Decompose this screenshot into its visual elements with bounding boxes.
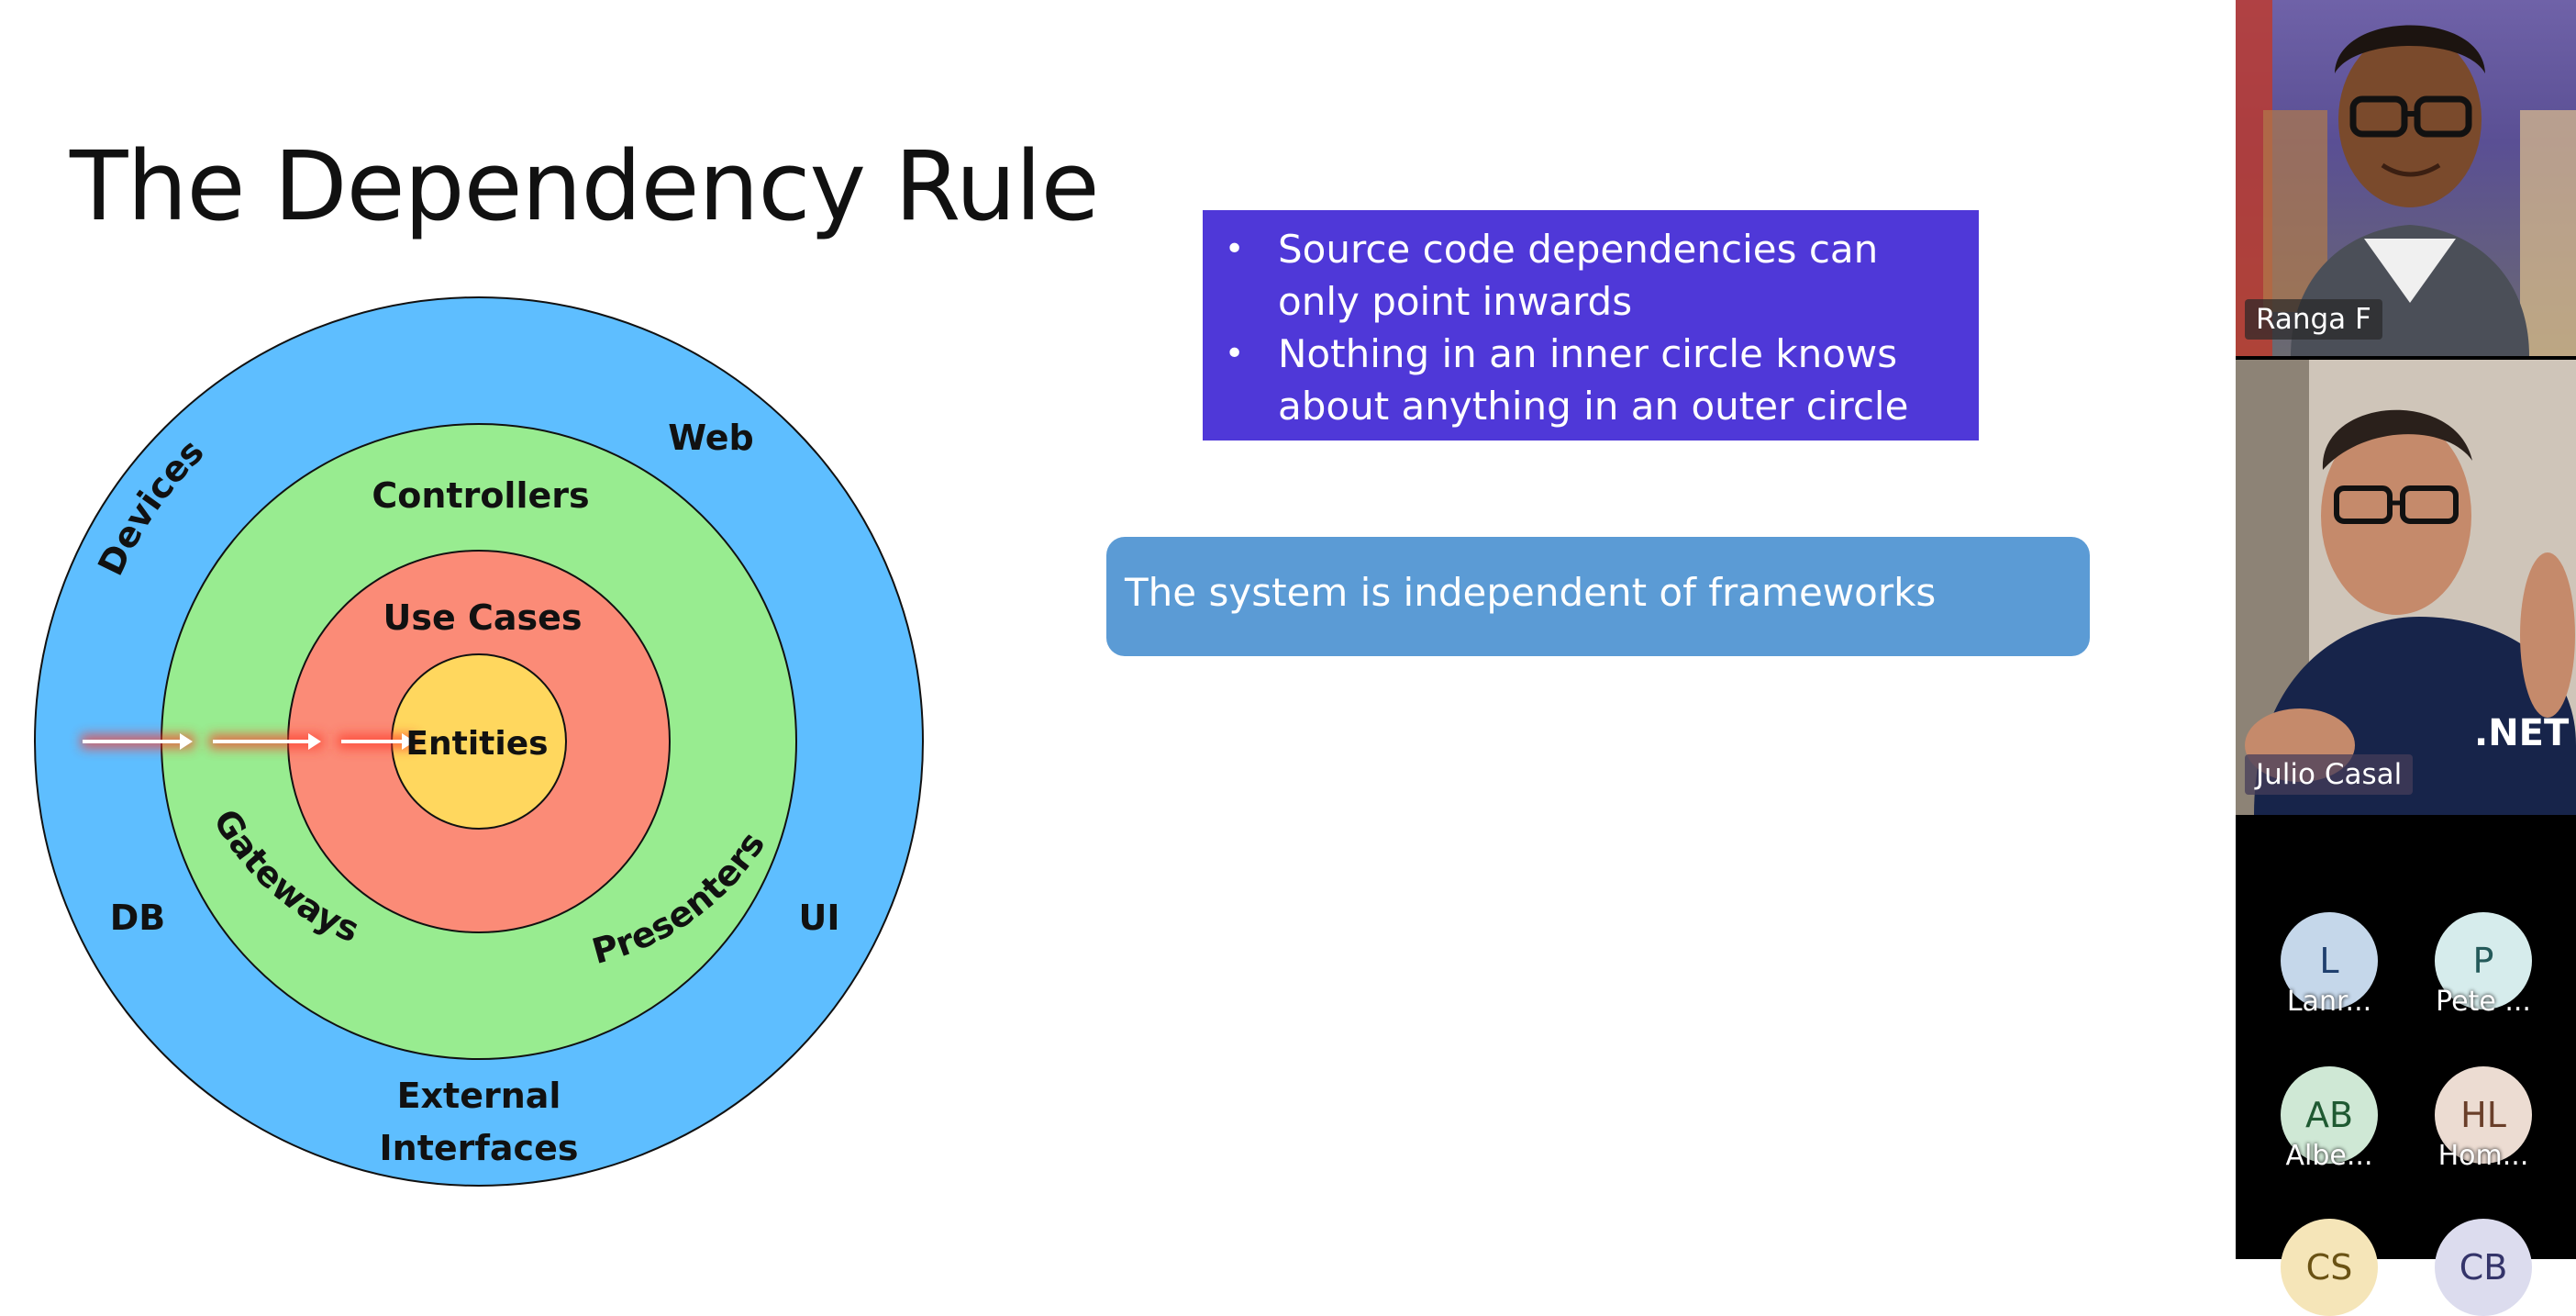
participant-avatar: P: [2435, 912, 2532, 1009]
presentation-slide: The Dependency Rule Devices We: [0, 0, 2236, 1259]
ring-label-use-cases: Use Cases: [383, 597, 582, 638]
participant-item[interactable]: CS: [2270, 1219, 2389, 1316]
ring-label-db: DB: [110, 898, 166, 938]
slide-title: The Dependency Rule: [70, 130, 1100, 242]
meeting-participants-panel: Ranga F .NET Julio Casal: [2236, 0, 2576, 1259]
participant-name: Lanr...: [2286, 986, 2372, 1018]
clean-architecture-diagram: Devices Web DB UI External Interfaces Co…: [34, 296, 924, 1187]
participant-item[interactable]: P Pete ...: [2424, 912, 2543, 1018]
participant-name-label: Julio Casal: [2245, 754, 2414, 795]
video-tile-julio[interactable]: .NET Julio Casal: [2236, 360, 2576, 815]
framework-independence-box: The system is independent of frameworks: [1106, 537, 2090, 656]
ring-label-interfaces: Interfaces: [380, 1128, 579, 1168]
svg-text:.NET: .NET: [2474, 712, 2570, 754]
ring-label-ui: UI: [799, 898, 840, 938]
participant-avatar: AB: [2281, 1066, 2378, 1164]
participant-name-label: Ranga F: [2245, 299, 2382, 340]
participant-item[interactable]: CB: [2424, 1219, 2543, 1316]
participant-avatar: HL: [2435, 1066, 2532, 1164]
ring-label-controllers: Controllers: [372, 475, 589, 516]
ring-label-web: Web: [668, 418, 754, 458]
ring-label-entities: Entities: [405, 725, 548, 763]
speaker-video-icon: .NET: [2236, 360, 2576, 815]
participant-avatar: L: [2281, 912, 2378, 1009]
ring-label-external: External: [397, 1076, 561, 1116]
participant-name: Albe...: [2285, 1140, 2373, 1172]
participant-name: Pete ...: [2436, 986, 2531, 1018]
bullet-item: Source code dependencies can only point …: [1225, 223, 1942, 328]
participant-avatar: CS: [2281, 1219, 2378, 1316]
bullet-item: Nothing in an inner circle knows about a…: [1225, 328, 1942, 432]
participant-avatar: CB: [2435, 1219, 2532, 1316]
participant-item[interactable]: L Lanr...: [2270, 912, 2389, 1018]
video-tile-ranga[interactable]: Ranga F: [2236, 0, 2576, 356]
participant-item[interactable]: AB Albe...: [2270, 1066, 2389, 1172]
dependency-rules-box: Source code dependencies can only point …: [1203, 210, 1979, 441]
participant-item[interactable]: HL Hom...: [2424, 1066, 2543, 1172]
participant-name: Hom...: [2437, 1140, 2529, 1172]
dependency-arrows: [81, 733, 416, 750]
